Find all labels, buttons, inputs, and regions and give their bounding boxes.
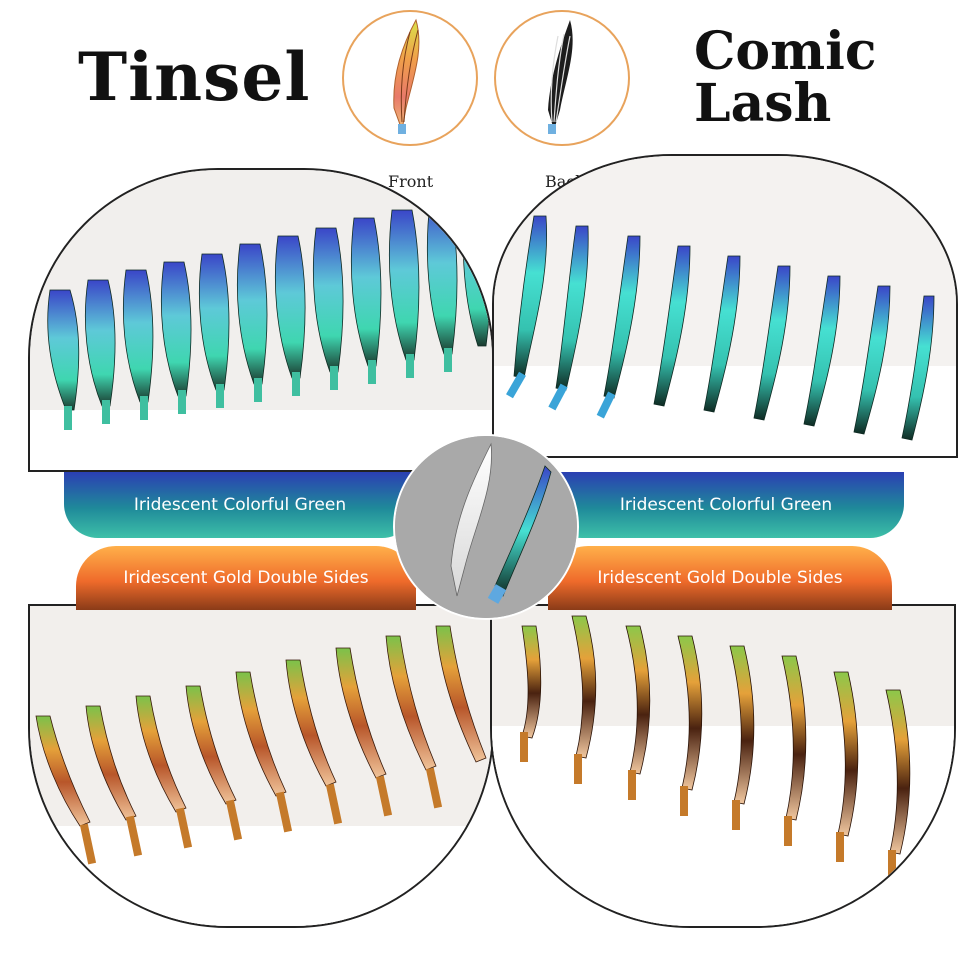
gold-band-left: Iridescent Gold Double Sides (76, 546, 416, 610)
gold-comic-lash-photo (490, 604, 956, 928)
title-comic-line2: Lash (694, 73, 832, 134)
title-comic-line1: Comic (694, 21, 877, 82)
gold-tinsel-lash-photo (28, 604, 494, 928)
green-tinsel-lash-photo (28, 168, 494, 472)
gold-band-right: Iridescent Gold Double Sides (548, 546, 892, 610)
title-comic-lash: Comic Lash (694, 26, 877, 130)
front-lash-thumbnail (342, 10, 478, 146)
green-comic-lash-photo (492, 154, 958, 458)
green-band-left: Iridescent Colorful Green (64, 472, 416, 538)
title-tinsel: Tinsel (78, 38, 311, 116)
green-band-right: Iridescent Colorful Green (548, 472, 904, 538)
front-caption: Front (388, 172, 434, 191)
back-lash-thumbnail (494, 10, 630, 146)
center-lash-comparison (393, 434, 579, 620)
